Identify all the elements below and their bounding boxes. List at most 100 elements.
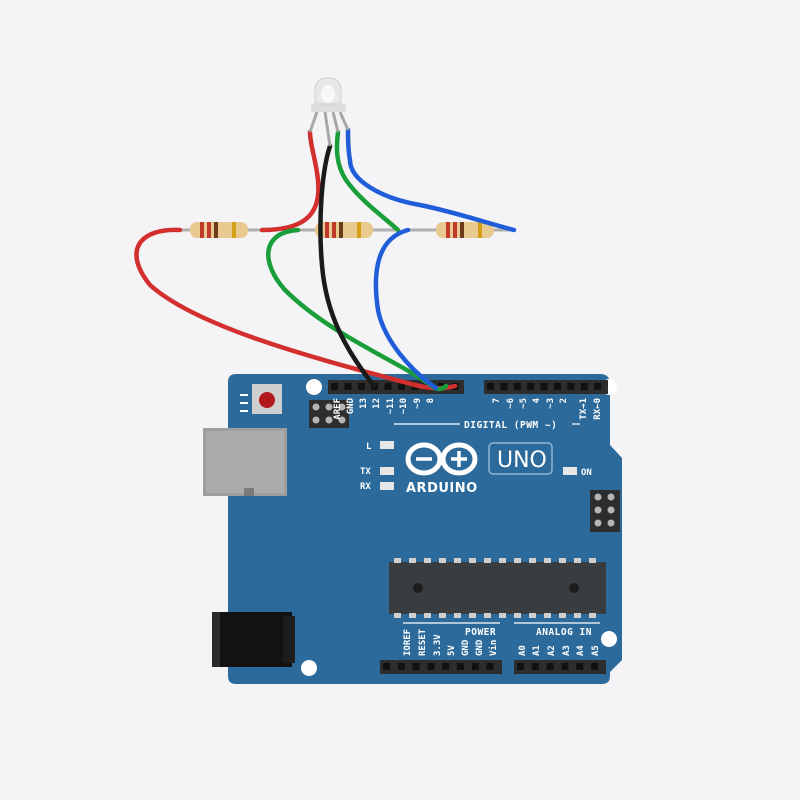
header-pin[interactable]: [531, 663, 539, 670]
resistor-band: [460, 222, 464, 238]
header-pin[interactable]: [412, 663, 420, 670]
power-header: [380, 660, 502, 674]
on-led-label: ON: [581, 468, 592, 478]
header-pin[interactable]: [457, 663, 464, 670]
resistor-band: [446, 222, 450, 238]
header-pin[interactable]: [513, 383, 521, 390]
led-base: [311, 104, 346, 112]
wire-red[interactable]: [134, 227, 418, 388]
tx-led: [380, 467, 394, 475]
logo-text: ARDUINO: [406, 481, 478, 496]
digital-pin-label: 4: [532, 397, 542, 403]
wire-black[interactable]: [318, 143, 377, 389]
resistor-red[interactable]: [190, 222, 248, 238]
header-pin[interactable]: [517, 663, 524, 670]
power-jack: [212, 612, 295, 667]
wire-green[interactable]: [266, 227, 435, 389]
header-pin[interactable]: [471, 663, 479, 670]
icsp-header-right: [590, 490, 620, 532]
digital-pin-label: ~5: [519, 398, 529, 409]
wire-red[interactable]: [259, 129, 321, 233]
header-pin[interactable]: [540, 383, 548, 390]
on-led: [563, 467, 577, 475]
power-pin-label: RESET: [418, 628, 428, 656]
header-pin[interactable]: [383, 663, 390, 670]
header-pin[interactable]: [486, 663, 494, 670]
mounting-hole: [306, 379, 322, 395]
digital-pin-label: ~6: [506, 398, 516, 409]
power-header-label: POWER: [465, 627, 496, 638]
digital-pin-label: 2: [559, 398, 569, 403]
digital-pin-label: ~10: [399, 398, 409, 414]
icsp-header-top: [309, 400, 349, 428]
header-pin[interactable]: [580, 383, 588, 390]
digital-pin-label: 13: [359, 398, 369, 409]
tx-led-label: TX: [360, 467, 371, 477]
reset-button[interactable]: [252, 384, 282, 414]
resistor-band: [453, 222, 457, 238]
led-leg: [308, 111, 319, 133]
analog-pin-label: A4: [576, 645, 586, 656]
power-pin-label: GND: [475, 639, 485, 656]
resistor-band: [325, 222, 329, 238]
header-pin[interactable]: [344, 383, 352, 390]
rgb-led[interactable]: [308, 77, 350, 147]
resistor-body: [190, 222, 248, 238]
header-pin[interactable]: [591, 663, 598, 670]
header-pin[interactable]: [561, 663, 569, 670]
resistor-band: [200, 222, 204, 238]
analog-header-label: ANALOG IN: [536, 627, 592, 638]
power-pin-label: 3.3V: [433, 634, 443, 656]
l-led: [380, 441, 394, 449]
header-pin[interactable]: [527, 383, 535, 390]
power-pin-label: GND: [461, 639, 471, 656]
digital-pin-label: 8: [426, 398, 436, 403]
l-led-label: L: [366, 442, 372, 452]
resistor-band: [214, 222, 218, 238]
analog-pin-label: A1: [532, 645, 542, 656]
header-pin[interactable]: [487, 383, 494, 390]
analog-pin-label: A5: [591, 645, 601, 656]
analog-header: [514, 660, 606, 674]
led-leg: [338, 111, 350, 131]
uno-badge: UNO: [488, 442, 553, 475]
digital-pin-label: TX→1: [579, 398, 589, 420]
usb-connector: [203, 428, 287, 496]
header-pin[interactable]: [594, 383, 602, 390]
rx-led: [380, 482, 394, 490]
wire-blue[interactable]: [373, 227, 439, 391]
led-leg: [323, 111, 332, 147]
header-pin[interactable]: [397, 663, 405, 670]
wire-blue[interactable]: [345, 127, 517, 233]
resistor-blue[interactable]: [436, 222, 494, 238]
wire-green[interactable]: [334, 129, 401, 233]
header-pin[interactable]: [331, 383, 338, 390]
digital-pin-label: 7: [492, 398, 502, 403]
header-pin[interactable]: [554, 383, 561, 390]
header-pin[interactable]: [357, 383, 365, 390]
power-pin-label: Vin: [488, 640, 499, 656]
analog-pin-label: A2: [547, 645, 557, 656]
resistor-band: [478, 222, 482, 238]
power-pin-label: 5V: [447, 645, 457, 656]
resistor-band: [339, 222, 343, 238]
header-pin[interactable]: [384, 383, 392, 390]
power-pin-label: IOREF: [403, 629, 413, 656]
header-pin[interactable]: [500, 383, 508, 390]
header-pin[interactable]: [546, 663, 554, 670]
resistor-body: [436, 222, 494, 238]
header-pin[interactable]: [427, 663, 435, 670]
header-pin[interactable]: [567, 383, 575, 390]
header-pin[interactable]: [576, 663, 584, 670]
digital-header-label: DIGITAL (PWM ~): [464, 420, 557, 431]
rx-led-label: RX: [360, 482, 371, 492]
header-pin[interactable]: [442, 663, 450, 670]
mounting-hole: [601, 631, 617, 647]
resistor-green[interactable]: [315, 222, 373, 238]
digital-pin-label: 12: [372, 398, 382, 409]
header-pin[interactable]: [398, 383, 405, 390]
